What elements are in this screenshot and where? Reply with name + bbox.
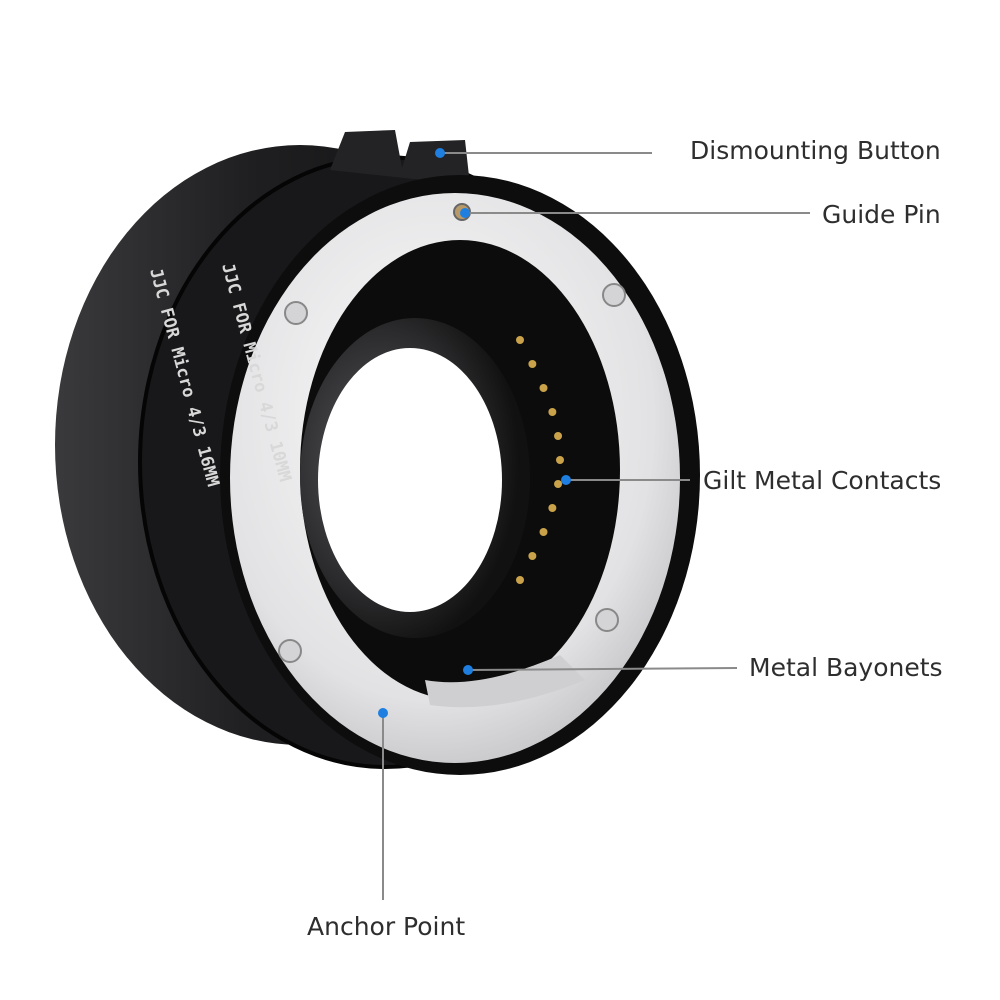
callout-dot — [561, 475, 571, 485]
contact-pin — [528, 360, 537, 368]
label-dismounting-button: Dismounting Button — [690, 136, 941, 165]
contact-pin — [556, 456, 564, 464]
contact-pin — [539, 384, 548, 392]
callout-lines — [382, 152, 810, 900]
contact-pin — [548, 408, 557, 416]
contact-pin — [554, 432, 563, 440]
contact-pin — [548, 504, 557, 512]
label-anchor-point: Anchor Point — [307, 912, 466, 941]
gilt-metal-contacts — [516, 336, 564, 584]
contact-pin — [539, 528, 548, 536]
label-guide-pin: Guide Pin — [822, 200, 941, 229]
callout-dot — [435, 148, 445, 158]
label-gilt-metal-contacts: Gilt Metal Contacts — [703, 466, 942, 495]
callout-dot — [378, 708, 388, 718]
label-metal-bayonets: Metal Bayonets — [749, 653, 943, 682]
dismounting-button[interactable] — [330, 130, 470, 185]
metal-bayonet — [425, 655, 585, 708]
contact-pin — [554, 480, 563, 488]
callout-dots — [378, 148, 571, 718]
callout-dot — [463, 665, 473, 675]
mount-screws — [278, 283, 626, 663]
callout-dot — [460, 208, 470, 218]
contact-pin — [528, 552, 537, 560]
contact-pin — [516, 576, 524, 584]
contact-pin — [516, 336, 524, 344]
